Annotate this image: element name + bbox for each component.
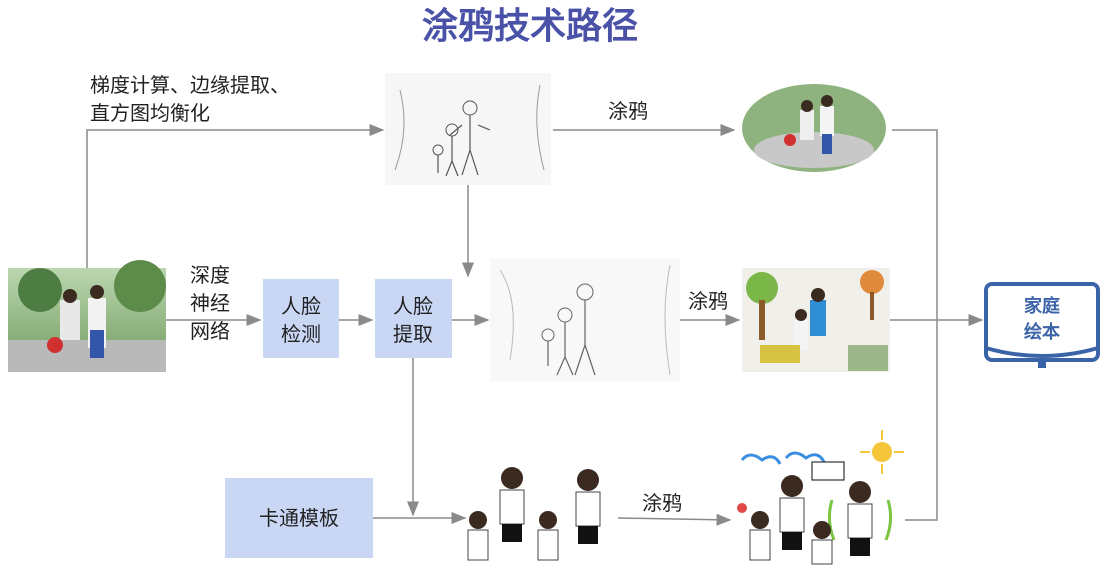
cartoon-template-label: 卡通模板 [259,506,339,530]
family-picturebook-icon [984,282,1100,368]
arrow-source-to-sketch-top [86,124,385,268]
graffiti-result-middle [742,268,890,372]
arrow-graffiti-bottom [617,513,732,526]
dnn-label-line2: 神经 [190,291,230,315]
arrow-top-result-merge [892,129,938,320]
top-method-line2: 直方图均衡化 [90,101,210,125]
graffiti-label-bottom: 涂鸦 [642,491,682,515]
face-detect-box [263,279,339,358]
face-detect-label-line1: 人脸 [281,294,321,318]
page-title: 涂鸦技术路径 [422,6,638,47]
graffiti-label-top: 涂鸦 [608,99,648,123]
book-label-line2: 绘本 [1024,321,1060,343]
cartoon-figures [467,467,601,561]
cartoon-template-box [225,478,373,558]
graffiti-label-middle: 涂鸦 [688,289,728,313]
arrow-bottom-result-merge [905,320,938,521]
book-label-line1: 家庭 [1024,295,1060,317]
face-extract-label-line2: 提取 [393,322,433,346]
top-method-line1: 梯度计算、边缘提取、 [90,73,290,97]
dnn-label-line1: 深度 [190,263,230,287]
graffiti-result-bottom [737,430,904,565]
sketch-image-middle [490,258,680,382]
dnn-label-line3: 网络 [190,319,230,343]
face-extract-box [375,279,452,358]
flow-arrows [86,124,984,526]
sketch-image-top [385,73,551,185]
source-family-photo [8,260,166,372]
face-detect-label-line2: 检测 [281,322,321,346]
face-extract-label-line1: 人脸 [393,294,433,318]
graffiti-result-top [737,80,892,180]
